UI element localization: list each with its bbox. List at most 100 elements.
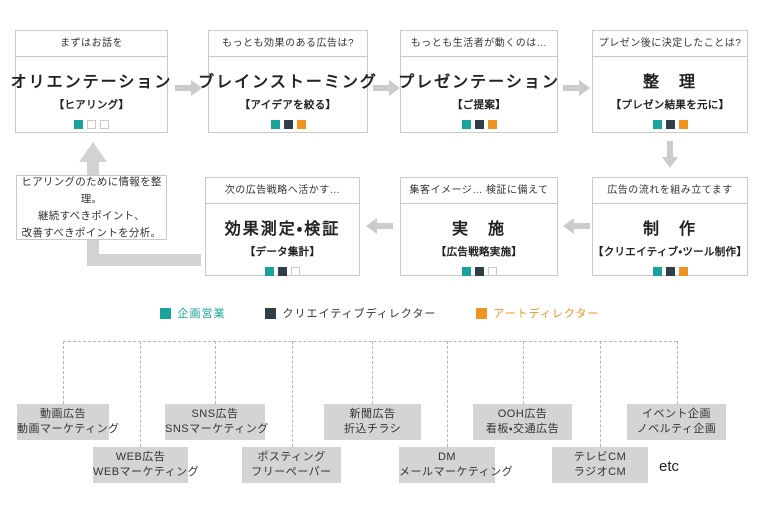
media-line: SNSマーケティング — [165, 423, 269, 435]
role-square-kikaku — [652, 120, 662, 129]
box-title: プレゼンテーション — [398, 74, 560, 91]
media-box-ooh: OOH広告 看板・交通広告 — [473, 404, 572, 440]
role-square-creative — [665, 267, 675, 276]
role-square-kikaku — [74, 120, 83, 129]
flow-box-execution: 集客イメージ… 検証に備えて 実 施 【広告戦略実施】 — [400, 177, 558, 276]
tree-vertical-line — [447, 341, 448, 447]
role-square-none — [291, 267, 300, 276]
media-box-newspaper: 新聞広告 折込チラシ — [324, 404, 421, 440]
box-subtitle: 【プレゼン結果を元に】 — [610, 99, 730, 111]
flow-box-organize: プレゼン後に決定したことは? 整 理 【プレゼン結果を元に】 — [592, 30, 748, 133]
role-square-none — [487, 267, 497, 276]
box-header: もっとも効果のある広告は? — [209, 31, 367, 57]
feedback-arrow-head-icon — [79, 142, 107, 162]
feedback-note-box: ヒアリングのために情報を整理。 継続すべきポイント、 改善すべきポイントを分析。 — [16, 175, 167, 240]
box-subtitle: 【クリエイティブ・ツール制作】 — [592, 246, 748, 258]
box-subtitle: 【広告戦略実施】 — [435, 246, 523, 258]
legend-label: クリエイティブディレクター — [282, 308, 437, 320]
legend-item-creative-director: クリエイティブディレクター — [265, 305, 436, 321]
media-line: DM — [437, 451, 457, 463]
box-subtitle: 【ご提案】 — [452, 99, 506, 111]
media-line: WEBマーケティング — [93, 466, 200, 478]
role-square-none — [87, 120, 96, 129]
media-line: フリーペーパー — [251, 466, 332, 478]
box-subtitle: 【アイデアを絞る】 — [239, 99, 337, 111]
flow-box-production: 広告の流れを組み立てます 制 作 【クリエイティブ・ツール制作】 — [592, 177, 748, 276]
feedback-arrow-horizontal — [87, 254, 201, 266]
role-square-art — [296, 120, 306, 129]
role-square-art — [678, 120, 688, 129]
box-subtitle: 【データ集計】 — [244, 246, 321, 258]
box-title: オリエンテーション — [10, 74, 173, 91]
media-line: イベント企画 — [642, 408, 711, 420]
media-box-dm: DM メールマーケティング — [399, 447, 514, 483]
tree-vertical-line — [600, 341, 601, 447]
legend-swatch-icon — [160, 307, 172, 319]
media-line: 看板・交通広告 — [485, 423, 560, 435]
role-square-kikaku — [265, 267, 274, 276]
role-square-art — [678, 267, 688, 276]
media-box-posting: ポスティング フリーペーパー — [242, 447, 341, 483]
legend-label: 企画営業 — [177, 308, 226, 320]
media-box-tv-radio: テレビCM ラジオCM — [552, 447, 648, 483]
box-title: 整 理 — [642, 74, 697, 91]
box-header: 次の広告戦略へ活かす… — [206, 178, 359, 204]
tree-vertical-line — [292, 341, 293, 447]
role-squares — [652, 267, 688, 276]
media-line: ポスティング — [257, 451, 326, 463]
flow-box-presentation: もっとも生活者が動くのは… プレゼンテーション 【ご提案】 — [398, 30, 560, 133]
tree-vertical-line — [372, 341, 373, 404]
media-box-sns: SNS広告 SNSマーケティング — [165, 404, 269, 440]
media-line: SNS広告 — [191, 408, 239, 420]
arrow-right-icon — [563, 80, 590, 96]
note-line: 改善すべきポイントを分析。 — [21, 226, 162, 239]
arrow-right-icon — [373, 80, 400, 96]
arrow-left-icon — [366, 218, 393, 234]
tree-vertical-line — [63, 341, 64, 404]
role-squares — [461, 267, 497, 276]
etc-label: etc — [659, 458, 680, 475]
legend-swatch-icon — [265, 307, 277, 319]
role-square-none — [100, 120, 109, 129]
media-line: 新聞広告 — [349, 408, 396, 420]
role-square-kikaku — [652, 267, 662, 276]
media-box-event: イベント企画 ノベルティ企画 — [627, 404, 726, 440]
media-line: ノベルティ企画 — [636, 423, 717, 435]
box-subtitle: 【ヒアリング】 — [53, 99, 130, 111]
box-header: まずはお話を — [16, 31, 167, 57]
role-square-kikaku — [461, 267, 471, 276]
media-line: テレビCM — [573, 451, 627, 463]
media-box-video: 動画広告 動画マーケティング — [17, 404, 120, 440]
role-square-creative — [283, 120, 293, 129]
media-line: 動画マーケティング — [17, 423, 120, 435]
role-square-kikaku — [270, 120, 280, 129]
box-title: ブレインストーミング — [198, 74, 378, 91]
media-box-web: WEB広告 WEBマーケティング — [93, 447, 200, 483]
role-square-art — [487, 120, 497, 129]
tree-vertical-line — [523, 341, 524, 404]
arrow-down-icon — [662, 141, 678, 168]
note-line: ヒアリングのために情報を整理。 — [21, 175, 162, 205]
role-legend: 企画営業 クリエイティブディレクター アートディレクター — [0, 305, 760, 321]
media-line: 動画広告 — [40, 408, 86, 420]
legend-item-art-director: アートディレクター — [476, 305, 599, 321]
box-title: 実 施 — [451, 221, 506, 238]
arrow-right-icon — [175, 80, 202, 96]
role-squares — [265, 267, 300, 276]
role-squares — [74, 120, 109, 129]
flow-box-measurement: 次の広告戦略へ活かす… 効果測定・検証 【データ集計】 — [205, 177, 360, 276]
flow-box-orientation: まずはお話を オリエンテーション 【ヒアリング】 — [11, 30, 170, 133]
media-line: メールマーケティング — [399, 466, 514, 478]
role-square-creative — [665, 120, 675, 129]
box-header: プレゼン後に決定したことは? — [593, 31, 747, 57]
media-line: ラジオCM — [573, 466, 627, 478]
box-header: 広告の流れを組み立てます — [593, 178, 747, 204]
legend-swatch-icon — [476, 307, 488, 319]
role-squares — [461, 120, 497, 129]
legend-item-planning-sales: 企画営業 — [160, 305, 225, 321]
box-header: 集客イメージ… 検証に備えて — [401, 178, 557, 204]
role-squares — [652, 120, 688, 129]
box-title: 制 作 — [642, 221, 697, 238]
box-title: 効果測定・検証 — [224, 221, 341, 238]
